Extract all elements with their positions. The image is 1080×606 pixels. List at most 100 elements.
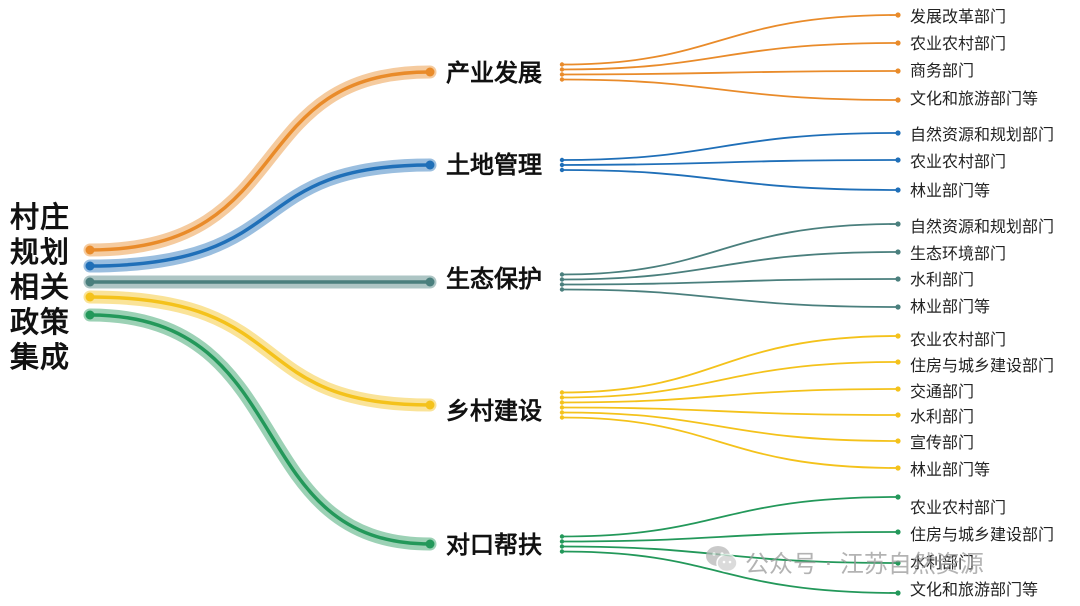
branch-start-dot [559,157,565,163]
trunk-end-dot [425,539,435,549]
branch-line [561,42,899,71]
trunk-end-dot [425,400,435,410]
root-title-line: 村庄 [10,200,71,234]
root-title-line: 规划 [10,235,71,269]
root-title-line: 集成 [10,340,71,374]
branch-end-dot [895,333,901,339]
branch-start-dot [559,415,565,420]
branch-start-dot [559,67,565,72]
branch-start-dot [559,405,565,410]
trunk-start-dot [85,245,95,255]
branch-end-dot [895,590,901,596]
department-label: 宣传部门 [910,433,975,452]
branch-line [561,278,899,286]
branch-start-dot [559,395,565,400]
watermark-text: 公众号 · 江苏自然资源 [745,550,984,578]
trunk-start-dot [85,261,95,271]
department-label: 文化和旅游部门等 [910,580,1039,599]
branch-start-dot [559,72,565,77]
trunk-start-dot [85,292,95,302]
branch-line [561,132,899,161]
branch-line [561,288,899,308]
branch-line [561,223,899,276]
branch-line [561,335,899,394]
category-rural-construction: 乡村建设 [446,397,542,425]
root-title: 村庄 规划 相关 政策 集成 [10,200,80,375]
trunk-line [88,313,432,546]
branch-end-dot [895,438,901,444]
branch-start-dot [559,539,565,544]
branch-line [561,159,899,166]
trunk-line [88,70,432,252]
department-label: 发展改革部门 [910,7,1007,26]
branch-start-dot [559,277,565,282]
branch-end-dot [895,157,901,163]
category-industry: 产业发展 [446,59,542,87]
branch-end-dot [895,412,901,418]
department-label: 农业农村部门 [910,498,1007,517]
category-assistance: 对口帮扶 [446,531,542,559]
branch-end-dot [895,12,901,18]
trunk-end-dot [425,160,435,170]
branch-end-dot [895,130,901,136]
branch-start-dot [559,390,565,395]
branch-end-dot [895,529,901,535]
trunk-line [88,163,432,268]
trunk-halo [83,290,437,412]
department-label: 水利部门 [910,270,975,289]
branch-start-dot [559,167,565,173]
department-label: 林业部门等 [910,460,991,479]
branch-end-dot [895,40,901,46]
branch-start-dot [559,549,565,554]
root-title-line: 政策 [10,305,71,339]
branch-line [561,416,899,469]
department-label: 自然资源和规划部门 [910,217,1055,236]
category-ecology: 生态保护 [446,265,542,293]
branch-start-dot [559,62,565,67]
department-label: 林业部门等 [910,181,991,200]
branch-start-dot [559,282,565,287]
department-label: 住房与城乡建设部门 [910,356,1055,375]
trunk-end-dot [425,67,435,77]
trunk-start-dot [85,277,95,287]
department-label: 自然资源和规划部门 [910,125,1055,144]
department-label: 文化和旅游部门等 [910,89,1039,108]
department-label: 农业农村部门 [910,152,1007,171]
branch-line [561,70,899,76]
root-title-line: 相关 [10,270,71,304]
branch-line [561,550,899,594]
department-label: 生态环境部门 [910,244,1007,263]
branch-line [561,78,899,101]
branch-line [561,388,899,404]
branch-end-dot [895,494,901,500]
branch-end-dot [895,276,901,282]
branch-start-dot [559,77,565,82]
department-label: 交通部门 [910,382,975,401]
branch-start-dot [559,400,565,405]
branch-end-dot [895,304,901,310]
trunk-end-dot [425,277,435,287]
wechat-icon [706,546,738,573]
branch-end-dot [895,359,901,365]
branch-line [561,361,899,399]
branch-line [561,14,899,66]
branch-end-dot [895,187,901,193]
branch-line [561,411,899,442]
branch-start-dot [559,162,565,168]
department-label: 林业部门等 [910,297,991,316]
department-label: 农业农村部门 [910,330,1007,349]
branch-start-dot [559,287,565,292]
branch-start-dot [559,410,565,415]
branch-start-dot [559,272,565,277]
branch-start-dot [559,544,565,549]
branch-end-dot [895,465,901,471]
branch-end-dot [895,221,901,227]
branch-end-dot [895,97,901,103]
branch-end-dot [895,68,901,74]
branch-end-dot [895,386,901,392]
trunk-line [88,295,432,407]
branch-end-dot [895,249,901,255]
watermark: 公众号 · 江苏自然资源 [705,540,1045,580]
department-label: 水利部门 [910,553,975,572]
category-land: 土地管理 [446,151,542,179]
